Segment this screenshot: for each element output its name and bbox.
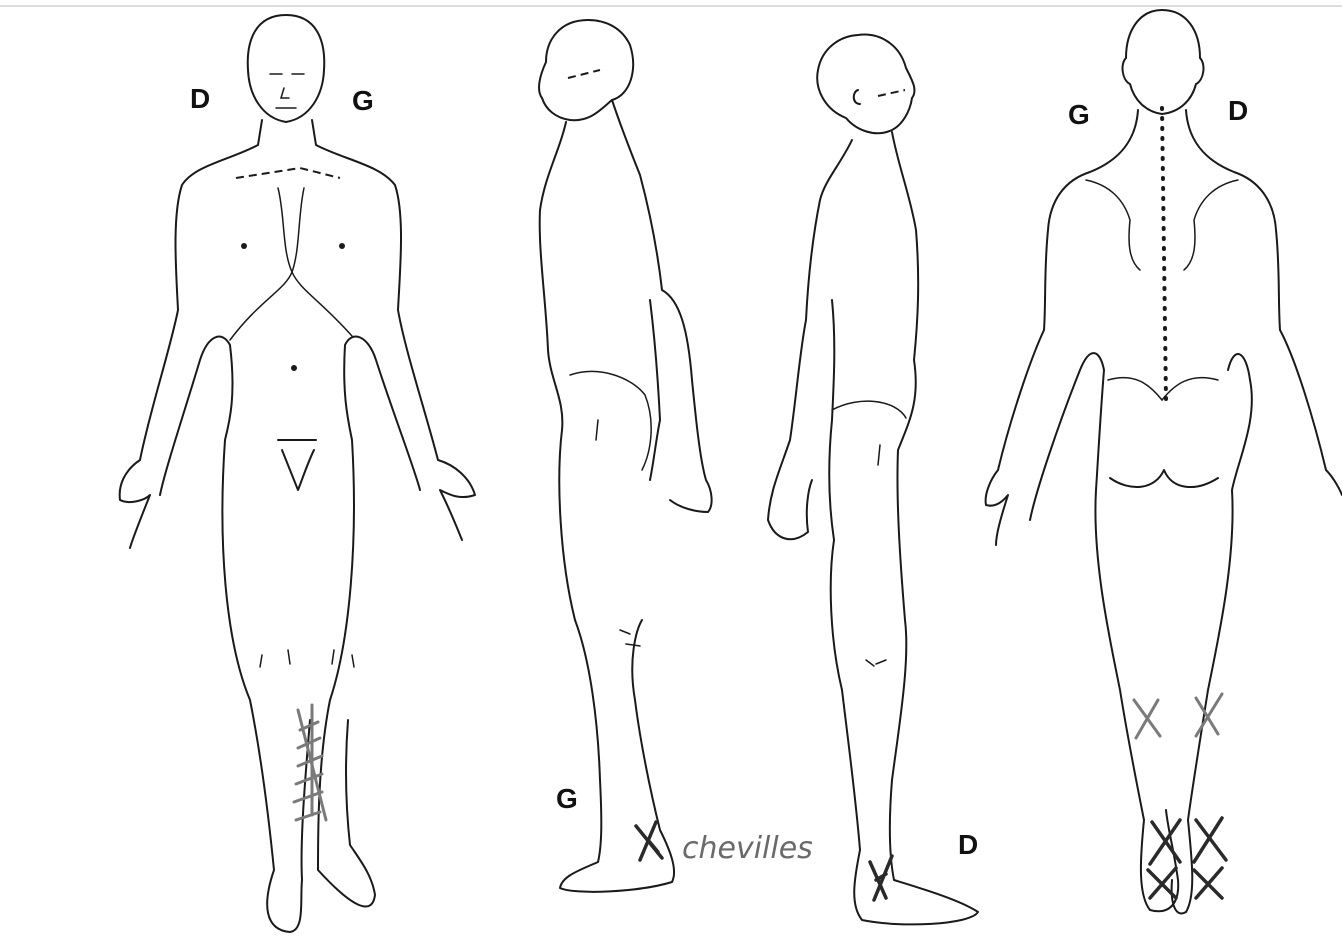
- back-scapulae: [1086, 180, 1238, 270]
- front-nipple-right: [241, 243, 247, 249]
- back-head: [1123, 10, 1204, 114]
- back-label-right-side: D: [1228, 95, 1248, 126]
- side-left-hip: [570, 372, 651, 470]
- front-head: [248, 15, 324, 122]
- front-sternum: [278, 188, 304, 272]
- side-right-head: [817, 35, 914, 134]
- side-figure-left: G chevilles: [539, 20, 813, 892]
- side-figure-right: D: [768, 35, 978, 925]
- side-left-label: G: [556, 783, 578, 814]
- ankle-annotation: chevilles: [682, 831, 813, 866]
- back-ankle-marks: [1148, 818, 1226, 898]
- front-figure: D G: [120, 15, 475, 932]
- side-right-hip: [832, 401, 906, 465]
- side-right-ankle-mark: [870, 856, 892, 900]
- back-calf-marks: [1134, 694, 1222, 738]
- back-waist: [1108, 378, 1218, 400]
- side-left-eye: [568, 70, 600, 78]
- front-ribs: [230, 272, 352, 340]
- side-left-ankle-mark: [636, 822, 662, 860]
- front-face: [270, 74, 304, 108]
- side-right-eye: [878, 90, 905, 96]
- back-buttocks: [1110, 470, 1218, 487]
- back-spine: [1162, 108, 1166, 400]
- side-left-body: [540, 100, 712, 892]
- side-right-body: [768, 132, 978, 924]
- side-left-head: [539, 20, 633, 120]
- front-groin: [278, 440, 316, 490]
- front-label-left-side: G: [352, 85, 374, 116]
- side-right-knee: [866, 660, 886, 666]
- front-clavicle: [236, 168, 340, 178]
- back-label-left-side: G: [1068, 99, 1090, 130]
- side-right-ear: [854, 90, 860, 104]
- back-figure: G D: [986, 10, 1342, 913]
- front-nipple-left: [339, 243, 345, 249]
- front-label-right-side: D: [190, 83, 210, 114]
- front-navel: [291, 365, 297, 371]
- side-right-label: D: [958, 829, 978, 860]
